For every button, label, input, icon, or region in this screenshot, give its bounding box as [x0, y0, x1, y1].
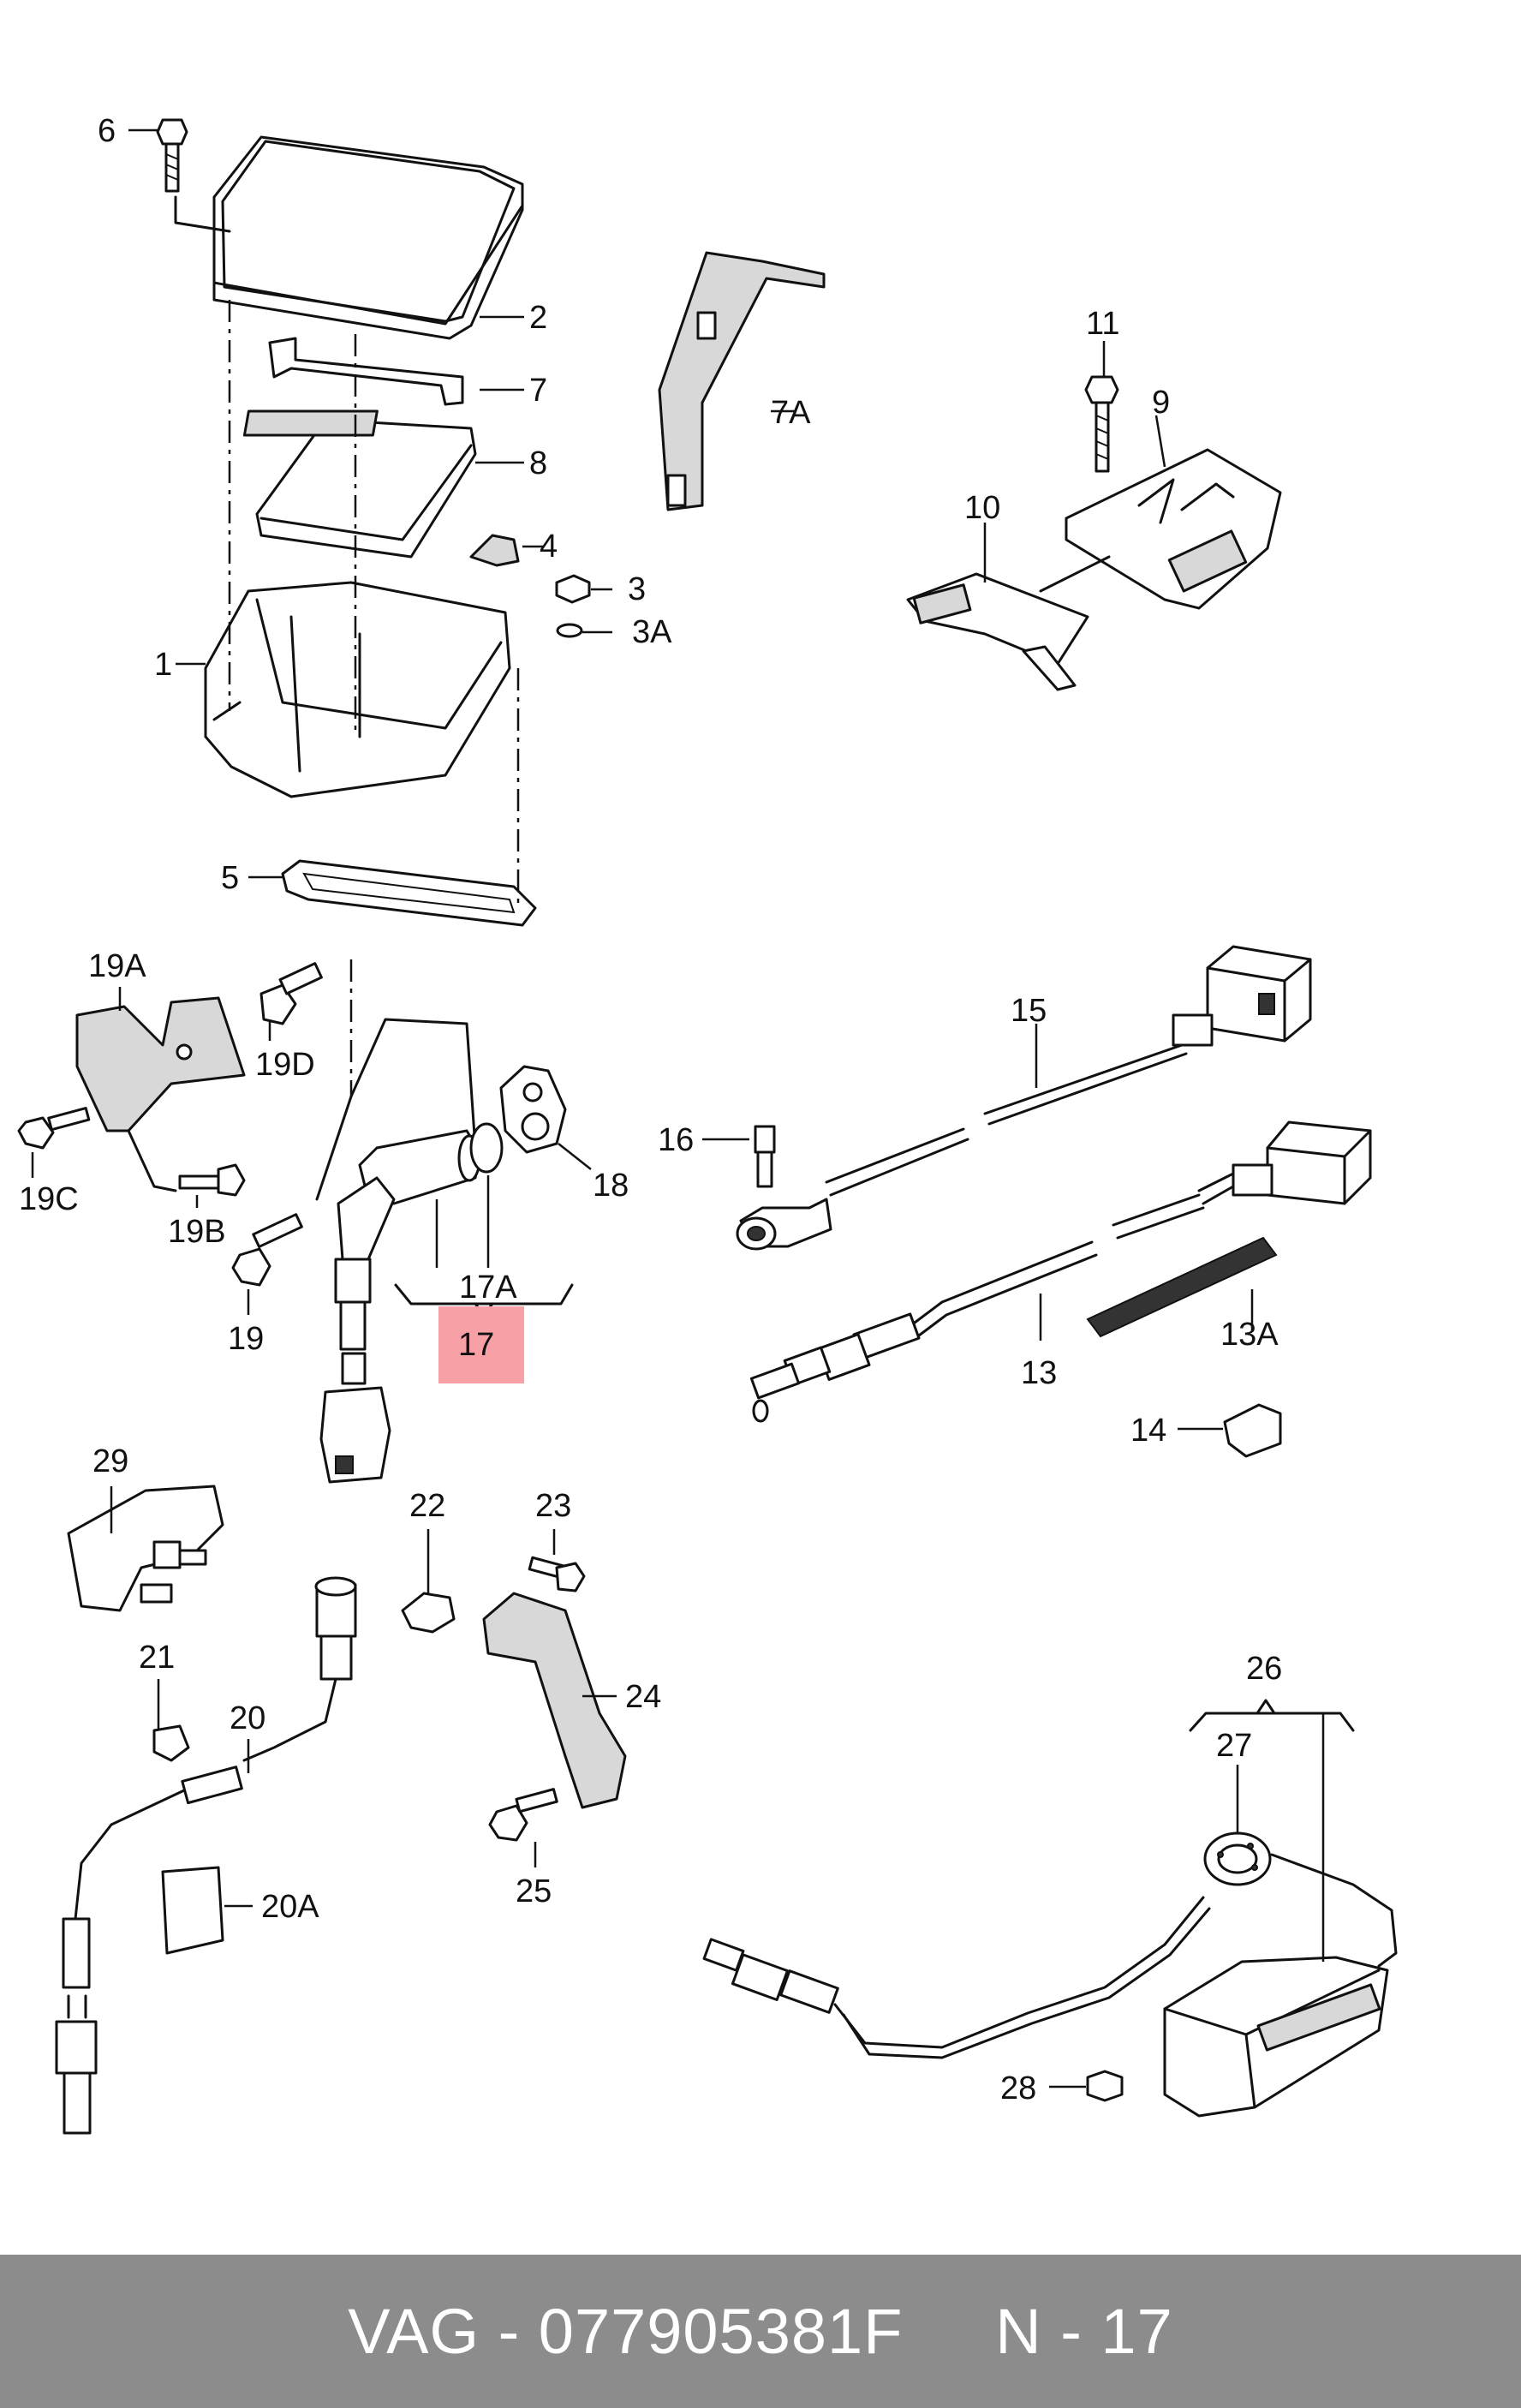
- sensor-group-26-28: [702, 1699, 1398, 2118]
- label-5: 5: [221, 860, 239, 896]
- label-26: 26: [1246, 1651, 1282, 1687]
- control-unit-8: [242, 409, 477, 559]
- label-28: 28: [1000, 2070, 1036, 2106]
- exhaust-sensor-20: [55, 1576, 357, 2135]
- sensor-group-17-19: [17, 959, 574, 1484]
- label-14: 14: [1130, 1413, 1166, 1449]
- label-20a: 20A: [261, 1889, 319, 1925]
- label-24: 24: [625, 1679, 661, 1715]
- label-29: 29: [92, 1443, 128, 1479]
- sensor-group-13-16: [736, 945, 1372, 1458]
- bolt-19b: [178, 1163, 246, 1197]
- label-19b: 19B: [168, 1214, 226, 1250]
- sensor-17: [315, 959, 481, 1484]
- bracket-24: [482, 1592, 627, 1809]
- bracket-7a: [658, 251, 826, 511]
- bracket-7: [268, 337, 464, 406]
- label-1: 1: [154, 647, 172, 683]
- label-8: 8: [529, 445, 547, 481]
- leader-lines: [31, 128, 1325, 2088]
- housing-1: [204, 581, 511, 798]
- highlight-box-17: [438, 1306, 524, 1383]
- nut-28: [1086, 2070, 1124, 2102]
- label-11: 11: [1086, 306, 1119, 342]
- parts-diagram: 6 2 7 7A 8 4 3 3A 1 5 11 9 10 19A 19D 19…: [17, 113, 1398, 2135]
- footer-part-number: VAG - 077905381F: [348, 2296, 904, 2367]
- label-21: 21: [139, 1640, 175, 1676]
- label-7: 7: [529, 373, 547, 409]
- lambda-probe-13: [749, 1312, 921, 1423]
- sensor-29: [67, 1485, 224, 1612]
- label-19a: 19A: [88, 948, 146, 984]
- label-9: 9: [1152, 385, 1170, 421]
- module-9-10-11: [906, 375, 1282, 691]
- label-4: 4: [540, 529, 558, 565]
- knock-sensor-16: [736, 1125, 832, 1251]
- connector-15: [1172, 945, 1312, 1047]
- clip-4: [469, 534, 520, 567]
- label-15: 15: [1011, 993, 1047, 1029]
- washer-3a: [556, 623, 583, 638]
- brace-17: [394, 1283, 574, 1306]
- label-27: 27: [1216, 1728, 1252, 1764]
- gasket-18: [499, 1065, 567, 1154]
- sensor-group-20-29: [55, 1485, 627, 2135]
- label-13a: 13A: [1220, 1317, 1279, 1353]
- label-25: 25: [516, 1873, 552, 1909]
- sleeve-13a: [1086, 1236, 1278, 1338]
- clip-14: [1223, 1403, 1282, 1458]
- label-18: 18: [593, 1168, 629, 1204]
- label-19d: 19D: [255, 1047, 315, 1083]
- label-23: 23: [535, 1488, 571, 1524]
- label-19: 19: [228, 1321, 264, 1357]
- callout-labels: 6 2 7 7A 8 4 3 3A 1 5 11 9 10 19A 19D 19…: [19, 113, 1282, 2106]
- bolt-6: [156, 118, 188, 193]
- clip-21: [152, 1724, 190, 1762]
- grommet-27: [1203, 1831, 1272, 1886]
- label-6: 6: [98, 113, 116, 149]
- connector-13: [1197, 1120, 1372, 1205]
- stud-19d: [259, 962, 323, 1025]
- control-unit-26: [1163, 1956, 1389, 2118]
- label-19c: 19C: [19, 1181, 79, 1217]
- label-3: 3: [628, 571, 646, 607]
- ecu-box-assembly: [156, 118, 591, 927]
- label-13: 13: [1021, 1355, 1057, 1391]
- footer-position: N - 17: [995, 2296, 1173, 2367]
- label-16: 16: [658, 1122, 694, 1158]
- label-20: 20: [230, 1700, 265, 1736]
- o-ring-17a: [469, 1122, 504, 1174]
- gasket-5: [281, 859, 537, 927]
- label-10: 10: [964, 490, 1000, 526]
- screw-25: [488, 1788, 558, 1842]
- bolt-19c: [17, 1107, 91, 1150]
- label-3a: 3A: [632, 614, 672, 650]
- label-22: 22: [409, 1488, 445, 1524]
- clip-22: [401, 1592, 456, 1634]
- label-7a: 7A: [771, 395, 811, 431]
- part-number-footer: VAG - 077905381F N - 17: [0, 2255, 1521, 2408]
- screw-23: [528, 1556, 586, 1592]
- nut-3: [555, 574, 591, 604]
- cover-2: [212, 135, 524, 340]
- label-17a: 17A: [459, 1270, 517, 1306]
- label-2: 2: [529, 300, 547, 336]
- gasket-20a: [161, 1866, 224, 1955]
- label-17: 17: [458, 1327, 494, 1363]
- bracket-19a: [75, 996, 246, 1132]
- bolt-19: [231, 1213, 303, 1287]
- footer-spacer: [903, 2295, 995, 2368]
